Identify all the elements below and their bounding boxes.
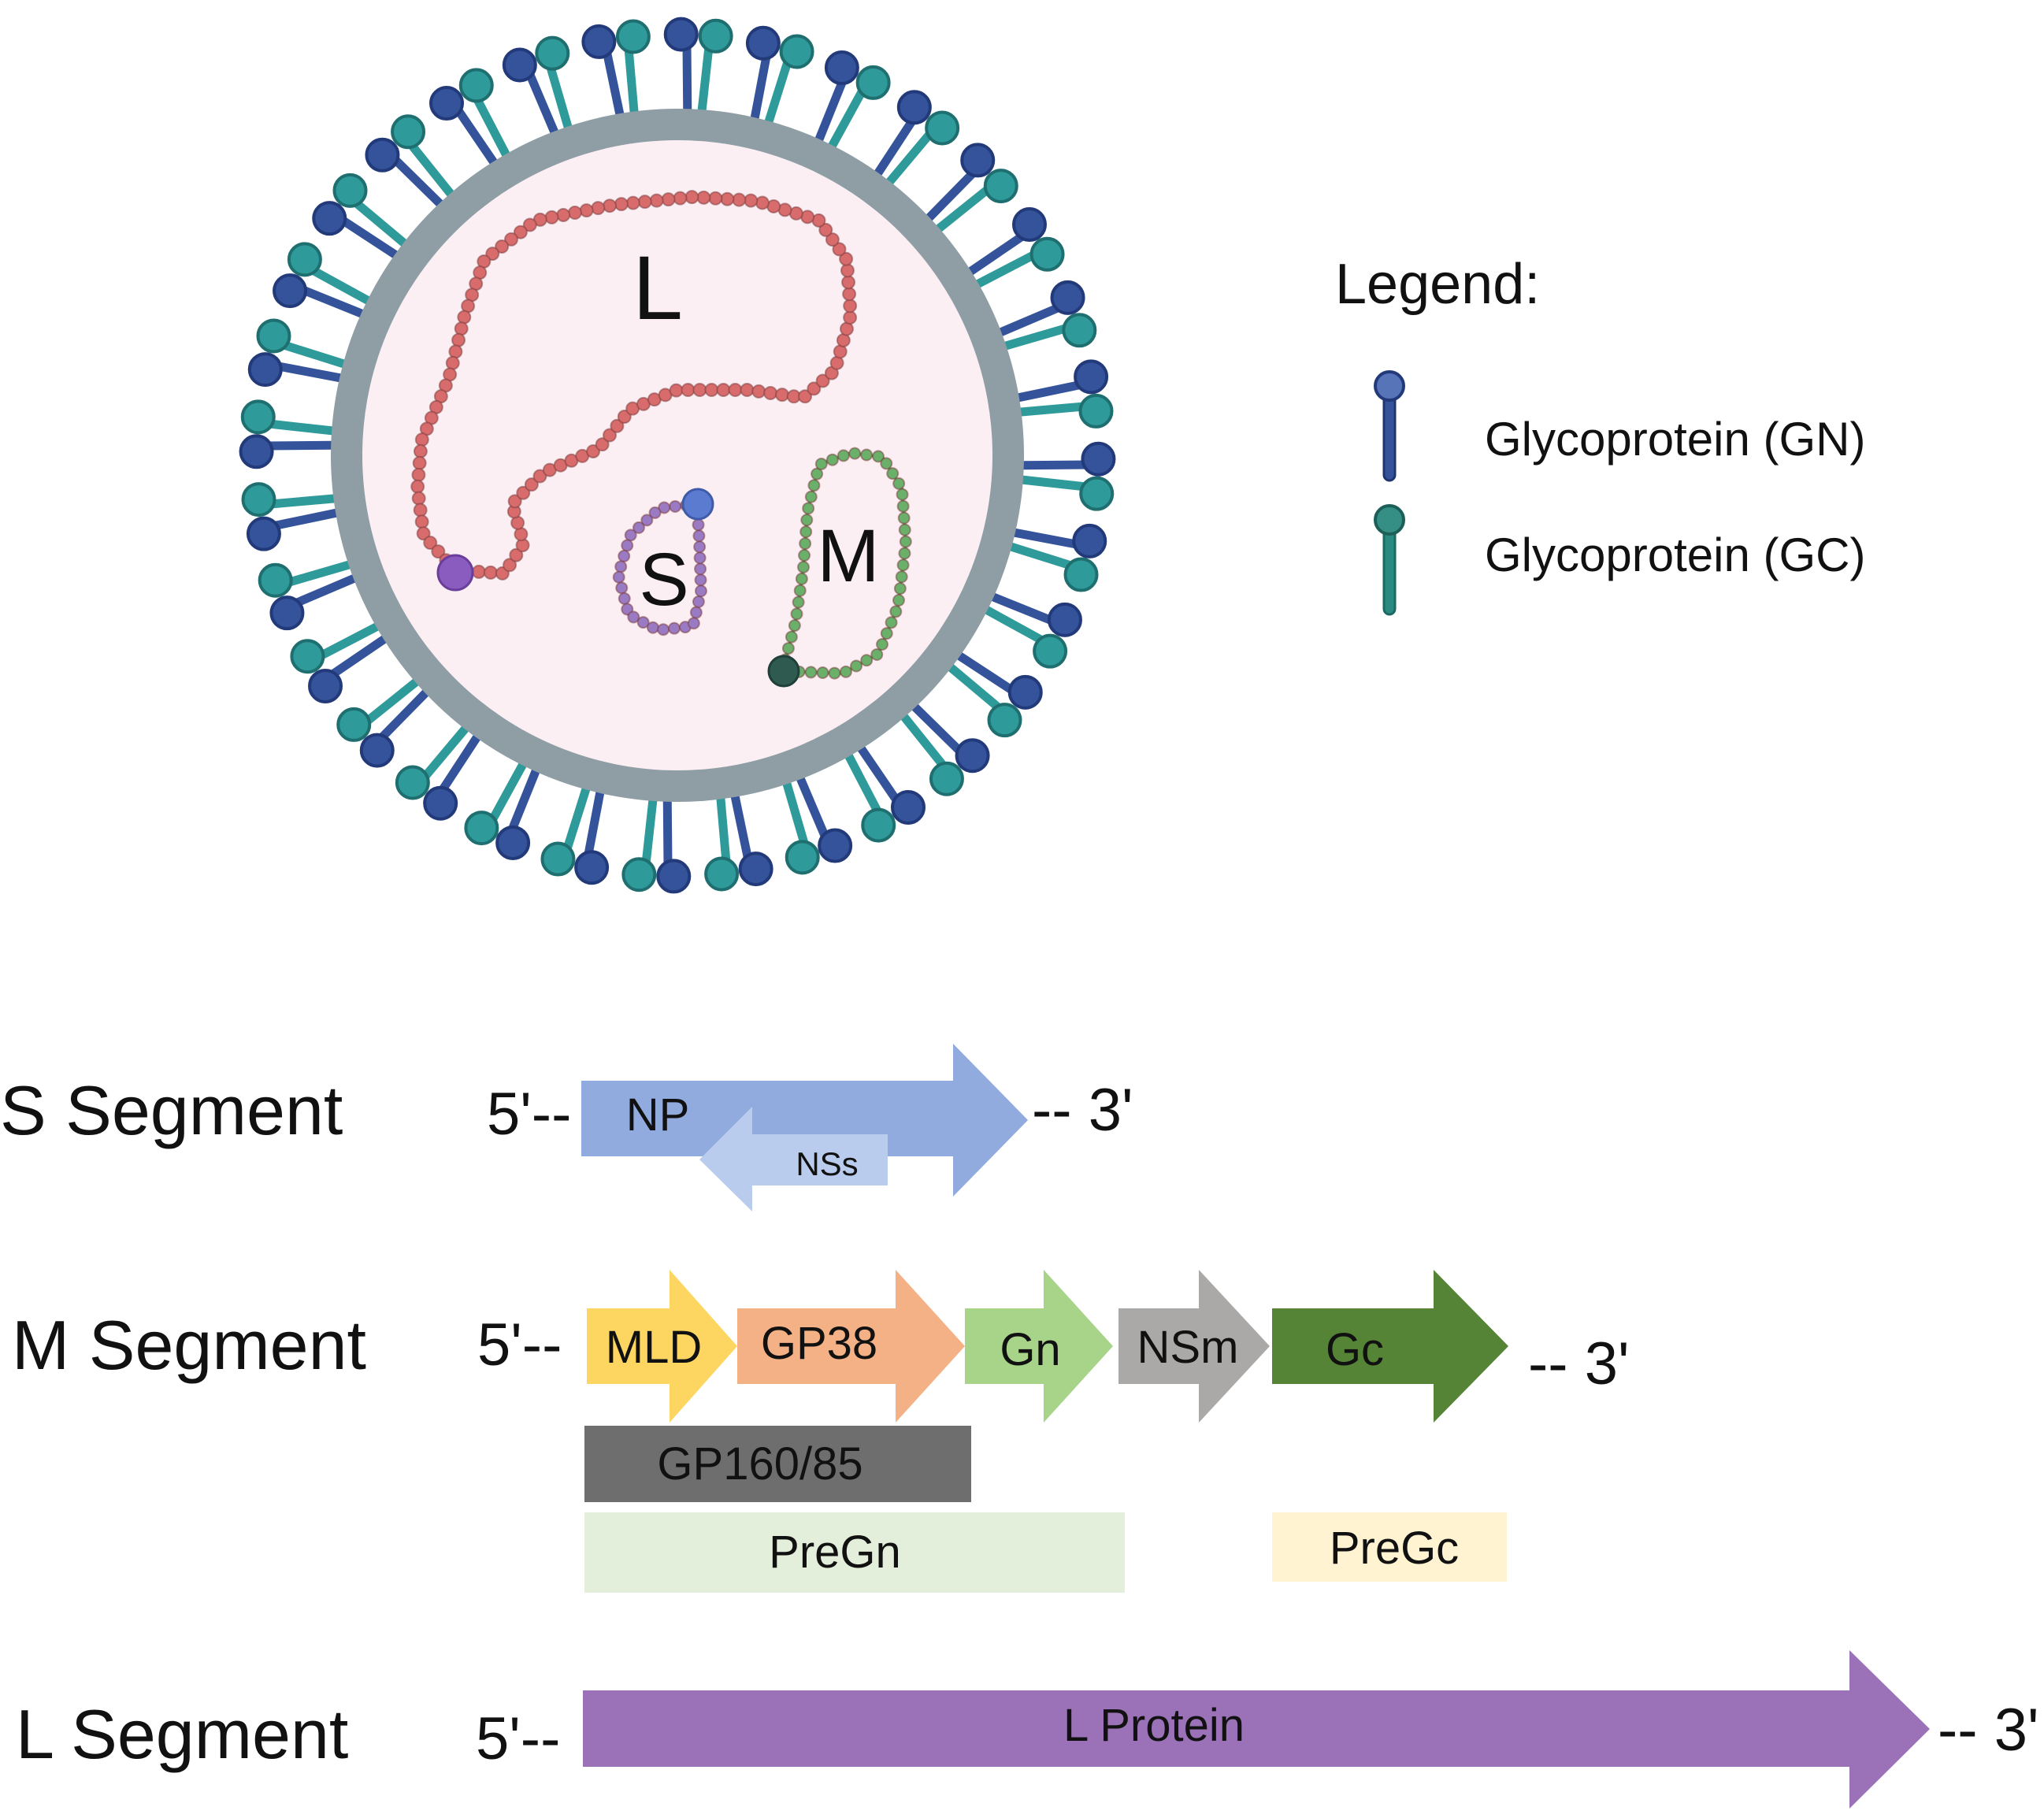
m-rna-chain xyxy=(776,447,912,680)
m-segment-name: M Segment xyxy=(12,1306,366,1384)
s-segment: S Segment 5'-- NP NSs -- 3' xyxy=(0,1044,1133,1211)
s-segment-name: S Segment xyxy=(0,1071,343,1149)
nsm-gene-arrow xyxy=(1118,1270,1270,1423)
l-protein-gene-label: L Protein xyxy=(1063,1700,1245,1751)
l-segment-three-prime: -- 3' xyxy=(1938,1697,2039,1764)
pregn-precursor-bar xyxy=(584,1512,1125,1593)
glycoprotein-spike xyxy=(966,520,1107,592)
rna-segments xyxy=(410,190,912,688)
nss-gene-arrow xyxy=(699,1107,888,1211)
l-protein-gene-arrow xyxy=(583,1650,1930,1809)
nsm-gene-label: NSm xyxy=(1137,1322,1239,1373)
l-polymerase-bead xyxy=(436,554,474,592)
np-gene-label: NP xyxy=(626,1089,690,1141)
s-polymerase-bead xyxy=(681,488,714,521)
gp160-85-precursor-bar xyxy=(584,1426,971,1502)
gc-legend-icon xyxy=(1374,504,1405,616)
l-segment-name: L Segment xyxy=(16,1695,348,1773)
gn-gene-label: Gn xyxy=(1000,1324,1060,1375)
virion-interior xyxy=(362,140,992,770)
l-rna-chain xyxy=(410,190,858,581)
gp38-gene-arrow xyxy=(737,1270,965,1423)
nss-gene-label: NSs xyxy=(796,1145,858,1182)
virion: L S M xyxy=(239,17,1116,894)
l-segment-five-prime: 5'-- xyxy=(476,1705,560,1772)
pregn-label: PreGn xyxy=(769,1527,901,1578)
gp160-85-label: GP160/85 xyxy=(657,1438,862,1490)
l-segment: L Segment 5'-- L Protein -- 3' xyxy=(16,1650,2039,1809)
glycoprotein-spike xyxy=(742,25,814,167)
pregc-precursor-bar xyxy=(1272,1512,1507,1582)
virion-label-m: M xyxy=(817,514,879,598)
glycoprotein-spikes xyxy=(239,17,1116,894)
s-segment-three-prime: -- 3' xyxy=(1032,1077,1133,1144)
gc-gene-label: Gc xyxy=(1326,1324,1384,1375)
m-polymerase-bead xyxy=(767,655,800,688)
legend-title: Legend: xyxy=(1335,253,1540,316)
virion-label-s: S xyxy=(639,538,688,621)
legend-label-gn: Glycoprotein (GN) xyxy=(1485,413,1865,466)
gc-gene-arrow xyxy=(1272,1270,1508,1423)
glycoprotein-spike xyxy=(930,207,1065,309)
m-segment-five-prime: 5'-- xyxy=(477,1312,562,1378)
np-gene-arrow xyxy=(581,1044,1028,1197)
pregc-label: PreGc xyxy=(1330,1523,1459,1574)
m-segment-three-prime: -- 3' xyxy=(1528,1330,1630,1397)
gn-gene-arrow xyxy=(965,1270,1113,1423)
mld-gene-arrow xyxy=(587,1270,737,1423)
s-segment-five-prime: 5'-- xyxy=(487,1081,571,1148)
mld-gene-label: MLD xyxy=(606,1322,702,1373)
legend-label-gc: Glycoprotein (GC) xyxy=(1485,529,1865,581)
virion-label-l: L xyxy=(632,238,683,339)
legend: Legend: Glycoprotein (GN) Glycoprotein (… xyxy=(1335,253,1865,616)
m-segment: M Segment 5'-- MLD GP38 Gn NSm Gc -- 3' … xyxy=(12,1270,1630,1593)
gn-legend-icon xyxy=(1374,370,1405,482)
gp38-gene-label: GP38 xyxy=(761,1318,877,1369)
